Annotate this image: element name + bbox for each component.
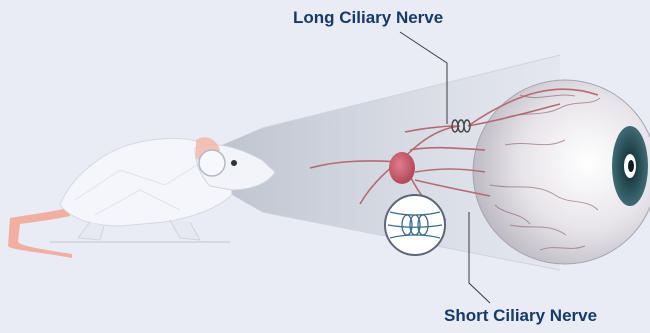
short-ciliary-nerve-label: Short Ciliary Nerve xyxy=(444,306,597,326)
long-ciliary-nerve-label: Long Ciliary Nerve xyxy=(293,8,443,28)
mouse-illustration xyxy=(8,137,275,258)
ciliary-ganglion xyxy=(389,152,415,184)
nerve-cross-section-icon xyxy=(385,195,445,255)
